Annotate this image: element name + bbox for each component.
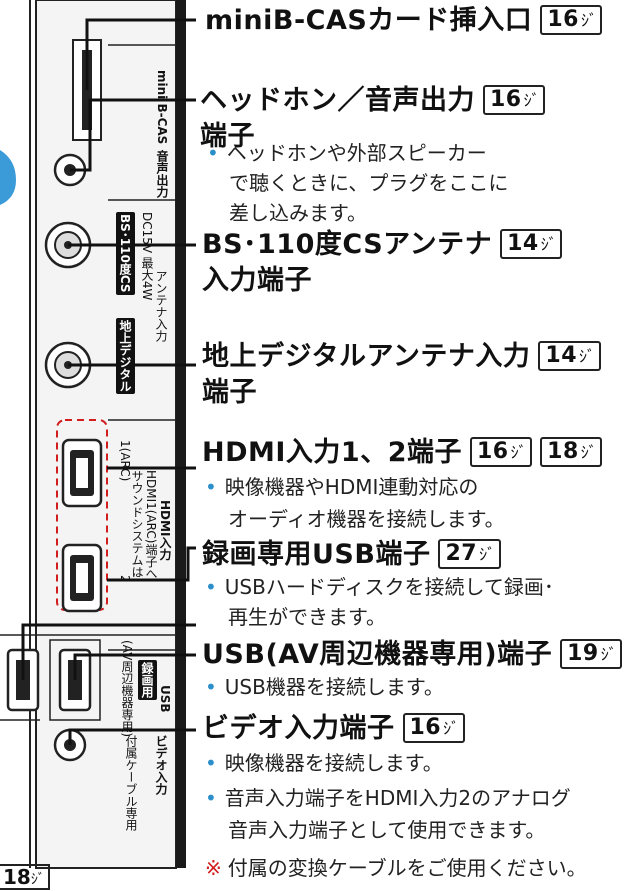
label-rec-usb-title: 録画専用USB端子 xyxy=(202,539,431,570)
note-mark: ※ xyxy=(205,856,222,880)
panel-text-hdmi1-arc: HDMI1(ARC)端子へ xyxy=(144,470,158,580)
bullet-icon: • xyxy=(205,786,217,810)
corner-page-ref: 18ｼﾞ xyxy=(0,864,50,890)
panel-body xyxy=(0,0,32,889)
panel-text-video-input: ビデオ入力 xyxy=(154,735,168,795)
hdmi-highlight-box xyxy=(56,419,108,611)
panel-text-hdmi1: 1(ARC) xyxy=(118,440,132,482)
panel-text-av-usb: (AV周辺機器専用) xyxy=(120,640,134,738)
bullet-icon: • xyxy=(205,475,217,499)
panel-text-headphone: 音声出力 xyxy=(155,150,169,198)
label-bs-cs-title: BS･110度CSアンテナ xyxy=(202,229,493,260)
desc-headphone-2: で聴くときに、プラグをここに xyxy=(229,171,509,195)
usb-frame xyxy=(0,634,176,721)
panel-text-mini-bcas: mini B-CAS xyxy=(155,70,169,145)
panel-text-cable-only: 付属ケーブル専用 xyxy=(124,735,138,831)
panel-edge xyxy=(176,0,186,868)
desc-rec-usb-2: 再生ができます。 xyxy=(228,605,386,629)
blue-tab xyxy=(0,150,16,205)
panel-text-rec-only: 録画用 xyxy=(138,660,157,700)
desc-headphone-3: 差し込みます。 xyxy=(229,201,367,225)
panel-text-antenna-input: アンテナ入力 xyxy=(154,270,168,342)
leader-lines xyxy=(21,18,196,745)
desc-video-3: 音声入力端子として使用できます。 xyxy=(228,818,546,842)
panel-text-hdmi-input: HDMI入力 xyxy=(158,500,172,561)
panel-text-sound-system: サウンドシステムは xyxy=(130,470,144,578)
label-card-slot-title: miniB-CASカード挿入口 xyxy=(205,5,533,36)
bullet-icon: • xyxy=(205,675,217,699)
label-bs-cs-line2: 入力端子 xyxy=(202,265,312,296)
label-video-title: ビデオ入力端子 xyxy=(202,713,395,744)
label-hdmi-title: HDMI入力1、2端子 xyxy=(202,437,462,468)
label-headphone-title: ヘッドホン／音声出力 xyxy=(200,85,475,116)
desc-av-usb-1: •USB機器を接続します。 xyxy=(205,675,444,699)
panel-text-bs-cs: BS･110度CS xyxy=(116,212,135,295)
bullet-icon: • xyxy=(205,751,217,775)
desc-rec-usb-1: •USBハードディスクを接続して録画･ xyxy=(205,575,554,599)
bullet-icon: • xyxy=(207,141,219,165)
label-headphone-line2: 端子 xyxy=(200,121,255,152)
label-av-usb-title: USB(AV周辺機器専用)端子 xyxy=(202,639,553,670)
panel-text-bs-spec: DC15V 最大4W xyxy=(140,212,154,301)
bullet-icon: • xyxy=(205,575,217,599)
desc-video-2: •音声入力端子をHDMI入力2のアナログ xyxy=(205,786,571,810)
label-terrestrial-title: 地上デジタルアンテナ入力 xyxy=(202,341,531,372)
label-terrestrial-line2: 端子 xyxy=(202,377,257,408)
panel-text-hdmi2: 2 xyxy=(118,575,132,583)
desc-hdmi-1: •映像機器やHDMI連動対応の xyxy=(205,475,479,499)
desc-hdmi-2: オーディオ機器を接続します。 xyxy=(228,507,505,531)
desc-headphone-1: •ヘッドホンや外部スピーカー xyxy=(207,141,487,165)
panel-text-terrestrial: 地上デジタル xyxy=(116,318,135,394)
panel-text-usb: USB xyxy=(158,685,172,713)
note: ※付属の変換ケーブルをご使用ください。 xyxy=(205,856,587,880)
desc-video-1: •映像機器を接続します。 xyxy=(205,751,443,775)
